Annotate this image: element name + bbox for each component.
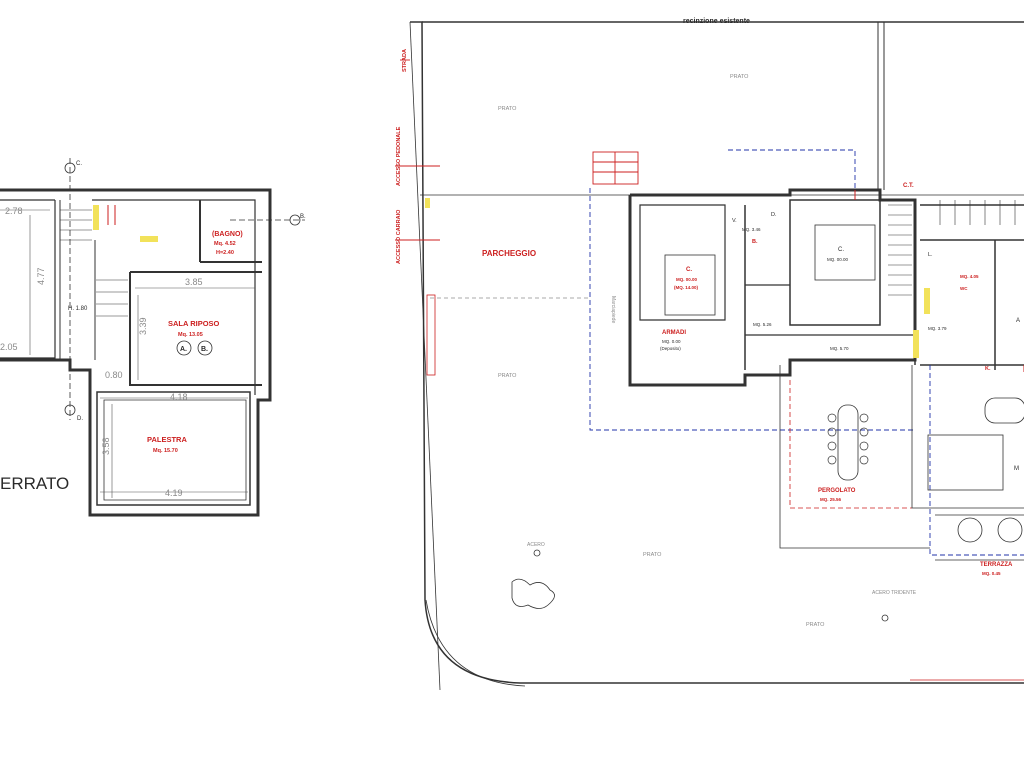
a-label: A — [1016, 318, 1020, 324]
k-label: K. — [985, 366, 991, 372]
sidewalk-label: Marciapiede — [610, 296, 616, 323]
lawn-label-3: PRATO — [498, 373, 517, 379]
b-label: B. — [752, 239, 758, 245]
mq-346-label: MQ. 3.46 — [742, 227, 761, 232]
dim-477: 4.77 — [36, 267, 46, 285]
boundary-label: recinzione esistente — [683, 18, 750, 25]
acero-tridente-label: ACERO TRIDENTE — [872, 590, 917, 596]
parking-label: PARCHEGGIO — [482, 249, 536, 258]
lawn-label-5: PRATO — [806, 622, 825, 628]
dim-358: 3.58 — [101, 437, 111, 455]
armadi-name: ARMADI — [662, 330, 686, 336]
marker-b: B. — [201, 346, 208, 353]
dim-418: 4.18 — [170, 392, 188, 402]
camera-1-sub: (MQ. 14.00) — [674, 285, 699, 290]
floor-title: ERRATO — [0, 474, 69, 493]
dim-419: 4.19 — [165, 488, 183, 498]
mq-526-label: MQ. 5.26 — [753, 322, 772, 327]
sala-riposo-name: SALA RIPOSO — [168, 319, 220, 328]
v-label: V. — [732, 218, 737, 224]
acero-label: ACERO — [527, 542, 545, 548]
dim-080: 0.80 — [105, 370, 123, 380]
palestra-area: Mq. 15.70 — [153, 448, 178, 454]
camera-2-area: MQ. 00.00 — [827, 257, 849, 262]
lawn-label-4: PRATO — [643, 552, 662, 558]
wc-area: MQ. 4.05 — [960, 274, 979, 279]
bagno-name: (BAGNO) — [212, 231, 243, 238]
pedestrian-access-label: ACCESSO PEDONALE — [396, 126, 402, 186]
left-plan — [0, 158, 305, 517]
right-plan — [395, 21, 1024, 691]
pergolato-name: PERGOLATO — [818, 488, 856, 494]
camera-1-area: MQ. 00.00 — [676, 277, 698, 282]
armadi-area: MQ. 0.00 — [662, 339, 681, 344]
sala-riposo-area: Mq. 13.05 — [178, 332, 203, 338]
palestra-name: PALESTRA — [147, 435, 187, 444]
m-label: M — [1014, 466, 1019, 472]
dim-205: 2.05 — [0, 342, 18, 352]
pergolato-area: MQ. 25.56 — [820, 497, 842, 502]
marker-a: A. — [180, 346, 187, 353]
armadi-sub: (Deposito) — [660, 346, 681, 351]
lawn-label-2: PRATO — [498, 106, 517, 112]
camera-2-name: C. — [838, 247, 844, 253]
wc-name: WC — [960, 286, 968, 291]
car-access-label: ACCESSO CARRAIO — [396, 209, 402, 264]
strada-label: STRADA — [402, 49, 408, 72]
d-label: D. — [771, 212, 777, 218]
bagno-area: Mq. 4.52 — [214, 241, 236, 247]
mq-379-label: MQ. 3.79 — [928, 326, 947, 331]
height-note: H. 1.80 — [68, 306, 88, 312]
lawn-label-1: PRATO — [730, 74, 749, 80]
bagno-height: H=2.40 — [216, 250, 234, 256]
dim-278: 2.78 — [5, 206, 23, 216]
terrazza-area: MQ. 0.45 — [982, 571, 1001, 576]
terrazza-name: TERRAZZA — [980, 562, 1013, 568]
marker-b-section: B. — [300, 214, 306, 220]
mq-570-label: MQ. 5.70 — [830, 346, 849, 351]
marker-d: D. — [77, 416, 83, 422]
dim-385: 3.85 — [185, 277, 203, 287]
ct-label: C.T. — [903, 183, 914, 189]
dim-339: 3.39 — [138, 317, 148, 335]
marker-c: C. — [76, 161, 82, 167]
l-label: L. — [928, 252, 933, 258]
camera-1-name: C. — [686, 267, 692, 273]
